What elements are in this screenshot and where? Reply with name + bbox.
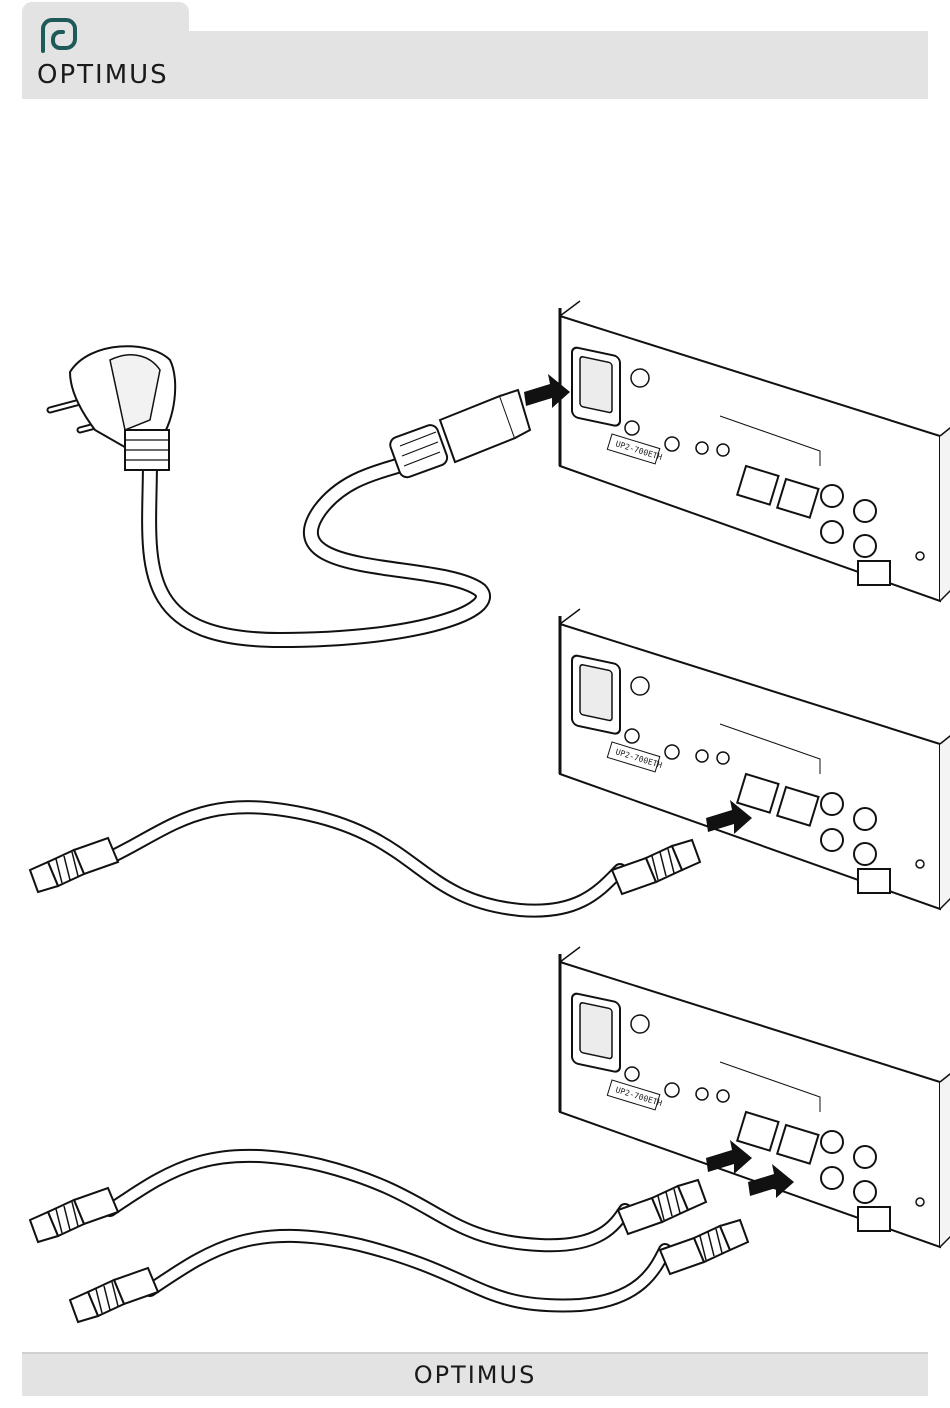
power-plug-icon — [50, 346, 175, 470]
device-back-panel: UP2-700ETH — [560, 301, 950, 601]
power-cable — [149, 460, 483, 640]
ethernet-cable — [105, 807, 620, 911]
rj45-connector-icon — [612, 840, 700, 894]
device-back-panel: UP2-700ETH — [560, 947, 950, 1247]
footer-bar: OPTIMUS — [22, 1352, 928, 1396]
rj45-connector-icon — [618, 1180, 706, 1234]
rj45-connector-icon — [30, 838, 118, 892]
ethernet-cable — [110, 1156, 665, 1306]
rj45-connector-icon — [30, 1188, 118, 1242]
rj45-connector-icon — [660, 1220, 748, 1274]
rj45-connector-icon — [70, 1268, 158, 1322]
connection-illustration: UP2-700ETH UP2-700ETH UP2-700ETH — [0, 290, 950, 1340]
footer-wordmark: OPTIMUS — [22, 1361, 928, 1389]
iec-connector-icon — [388, 390, 530, 479]
brand-logo-icon — [37, 15, 79, 57]
brand-wordmark: OPTIMUS — [37, 60, 169, 90]
